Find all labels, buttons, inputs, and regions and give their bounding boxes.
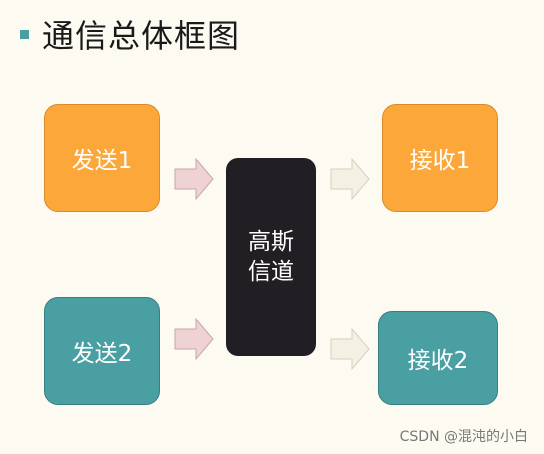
- arrow-channel-to-receiver2-icon: [330, 328, 370, 370]
- sender-1-label: 发送1: [71, 148, 133, 174]
- arrow-sender2-to-channel-icon: [174, 318, 214, 360]
- slide-title-bar: 通信总体框图: [20, 14, 241, 55]
- title-bullet-icon: [20, 29, 29, 39]
- receiver-2-label: 接收2: [407, 348, 469, 374]
- slide-title: 通信总体框图: [42, 17, 241, 55]
- receiver-1-box: 接收1: [382, 104, 498, 212]
- sender-1-box: 发送1: [44, 104, 160, 212]
- arrow-channel-to-receiver1-icon: [330, 158, 370, 200]
- channel-label-line1: 高斯: [248, 229, 294, 255]
- channel-label-line2: 信道: [248, 259, 294, 285]
- sender-2-label: 发送2: [71, 341, 133, 367]
- arrow-sender1-to-channel-icon: [174, 158, 214, 200]
- receiver-1-label: 接收1: [409, 148, 471, 174]
- gaussian-channel-box: 高斯 信道: [226, 158, 316, 356]
- sender-2-box: 发送2: [44, 297, 160, 405]
- receiver-2-box: 接收2: [378, 311, 498, 405]
- watermark-text: CSDN @混沌的小白: [399, 429, 528, 445]
